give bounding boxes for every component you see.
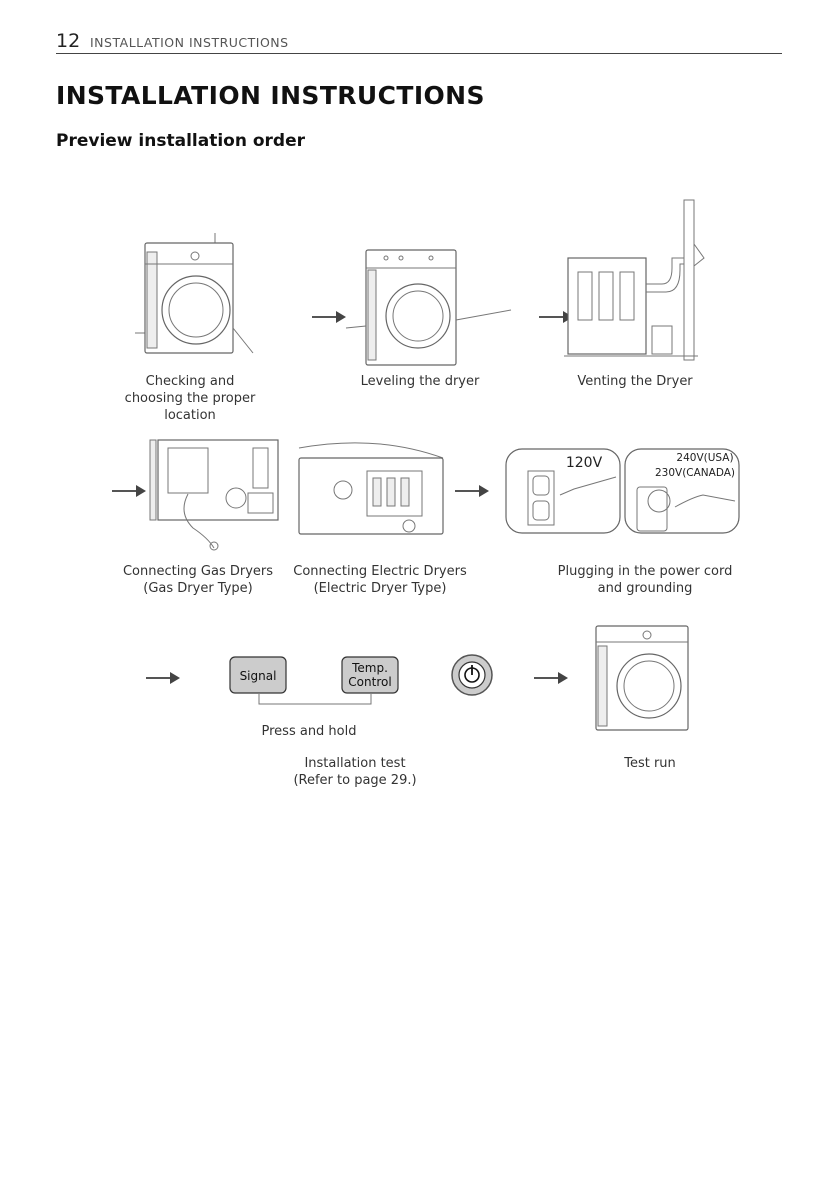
signal-button: Signal	[229, 656, 287, 694]
temp-control-label-line2: Control	[348, 675, 391, 689]
electric-dryer-connection-illustration	[298, 442, 444, 535]
voltage-230v-label: 230V(CANADA)	[655, 467, 735, 479]
signal-button-label: Signal	[240, 669, 277, 683]
step-installation-test: Installation test (Refer to page 29.)	[293, 756, 417, 788]
page-number: 12	[56, 30, 81, 52]
step-plugging-in: Plugging in the power cord and grounding	[557, 564, 733, 596]
running-header: INSTALLATION INSTRUCTIONS	[90, 35, 289, 50]
dryer-location-illustration	[135, 233, 254, 354]
dryer-leveling-illustration	[345, 249, 512, 366]
outlet-120v-illustration: 120V	[505, 448, 621, 534]
gas-dryer-connection-illustration	[149, 439, 279, 551]
page-title: INSTALLATION INSTRUCTIONS	[56, 81, 485, 110]
temp-control-button: Temp. Control	[341, 656, 399, 694]
voltage-120v-label: 120V	[566, 455, 603, 471]
step-test-run: Test run	[624, 756, 676, 771]
step-checking-location: Checking and choosing the proper locatio…	[124, 374, 256, 423]
header-rule	[56, 53, 782, 54]
arrow-icon	[455, 485, 489, 497]
step-leveling: Leveling the dryer	[360, 374, 480, 389]
press-hold-bracket	[258, 694, 372, 705]
dryer-test-run-illustration	[595, 625, 689, 731]
power-icon	[451, 654, 493, 696]
arrow-icon	[312, 311, 346, 323]
outlet-240v-illustration: 240V(USA) 230V(CANADA)	[624, 448, 740, 534]
arrow-icon	[112, 485, 146, 497]
step-venting: Venting the Dryer	[577, 374, 693, 389]
step-gas-connection: Connecting Gas Dryers (Gas Dryer Type)	[122, 564, 274, 596]
arrow-icon	[146, 672, 180, 684]
temp-control-label-line1: Temp.	[351, 661, 388, 675]
step-electric-connection: Connecting Electric Dryers (Electric Dry…	[293, 564, 467, 596]
dryer-venting-illustration	[564, 199, 705, 361]
section-subtitle: Preview installation order	[56, 131, 306, 151]
arrow-icon	[534, 672, 568, 684]
press-hold-caption: Press and hold	[261, 724, 357, 739]
voltage-240v-label: 240V(USA)	[676, 452, 733, 464]
